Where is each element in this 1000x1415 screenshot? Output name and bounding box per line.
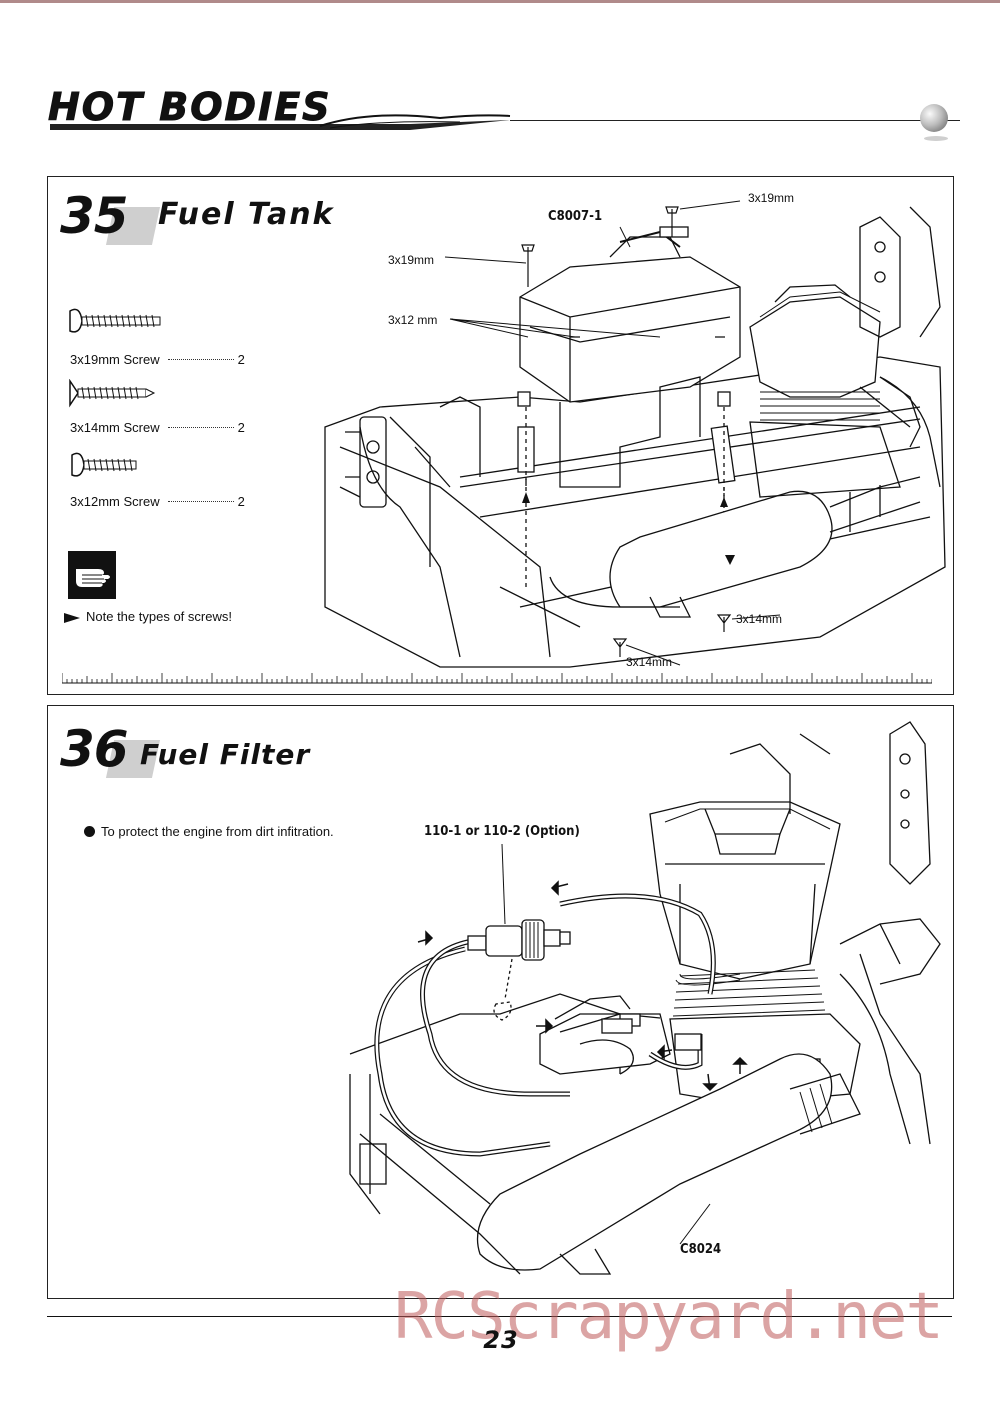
bullet-icon xyxy=(84,826,95,837)
ball-shadow xyxy=(924,136,948,141)
note-row: Note the types of screws! xyxy=(64,609,232,624)
top-rule xyxy=(0,0,1000,3)
step-title: Fuel Filter xyxy=(140,738,311,771)
screw-19mm-row: 3x19mm Screw 2 xyxy=(70,352,245,367)
page-header: HOT BODIES xyxy=(40,80,960,150)
screw-14mm-row: 3x14mm Screw 2 xyxy=(70,420,245,435)
page-number: 23 xyxy=(483,1326,519,1354)
part-callout-tank: C8007-1 xyxy=(548,209,603,224)
fuel-filter-diagram xyxy=(349,721,941,1275)
callout-3x14-bottom: 3x14mm xyxy=(626,655,673,669)
screw-12mm-row: 3x12mm Screw 2 xyxy=(70,494,245,509)
screw-label: 3x14mm Screw xyxy=(70,420,160,435)
screw-14mm-icon xyxy=(69,379,156,408)
step-number: 36 xyxy=(60,720,129,778)
hot-bodies-logo: HOT BODIES xyxy=(48,85,511,130)
callout-3x14-right: 3x14mm xyxy=(736,612,783,626)
arrow-right-icon xyxy=(64,612,80,623)
screw-qty: 2 xyxy=(237,420,245,435)
screw-qty: 2 xyxy=(237,352,245,367)
chrome-ball-icon xyxy=(920,104,948,132)
pointing-hand-icon xyxy=(68,551,116,599)
callout-3x12: 3x12 mm xyxy=(388,313,438,327)
step-36-panel: 36 Fuel Filter To protect the engine fro… xyxy=(47,705,954,1299)
watermark: RCScrapyard.net xyxy=(394,1280,944,1354)
header-rule xyxy=(510,120,960,121)
screw-label: 3x12mm Screw xyxy=(70,494,160,509)
fuel-tank-diagram xyxy=(324,200,946,668)
footer-rule xyxy=(47,1316,952,1317)
ruler xyxy=(62,673,932,684)
step-title: Fuel Tank xyxy=(158,197,335,232)
note-text: Note the types of screws! xyxy=(86,609,232,624)
step-35-panel: 35 Fuel Tank 3x19mm Screw 2 3x14mm Screw 2… xyxy=(47,176,954,695)
step-number: 35 xyxy=(60,187,129,245)
part-callout-filter: 110-1 or 110-2 (Option) xyxy=(424,824,580,839)
bullet-row: To protect the engine from dirt infitrat… xyxy=(84,824,334,839)
screw-qty: 2 xyxy=(237,494,245,509)
part-callout-pipe: C8024 xyxy=(680,1242,722,1257)
callout-3x19-right: 3x19mm xyxy=(748,191,795,205)
logo-text: HOT BODIES xyxy=(48,85,332,129)
bullet-text: To protect the engine from dirt infitrat… xyxy=(101,824,334,839)
screw-19mm-icon xyxy=(69,308,161,333)
screw-label: 3x19mm Screw xyxy=(70,352,160,367)
callout-3x19-left: 3x19mm xyxy=(388,253,435,267)
screw-12mm-icon xyxy=(71,452,137,477)
